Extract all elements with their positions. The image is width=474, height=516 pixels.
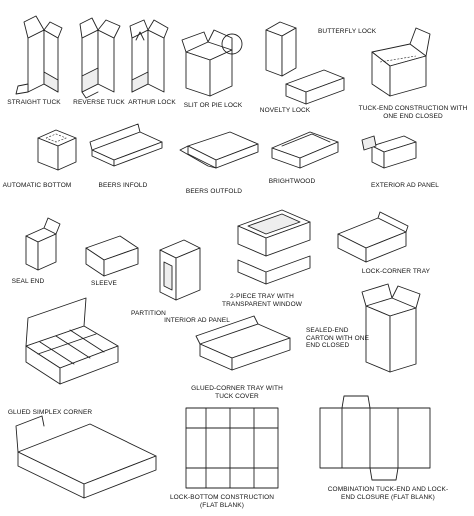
label-tuck-end-line-2: ONE END CLOSED xyxy=(359,113,468,121)
sleeve-box xyxy=(86,236,138,276)
label-glued-corner-tray: GLUED-CORNER TRAY WITH TUCK COVER xyxy=(191,385,283,400)
label-interior-ad-panel: INTERIOR AD PANEL xyxy=(164,317,230,325)
label-two-piece-tray: 2-PIECE TRAY WITH TRANSPARENT WINDOW xyxy=(222,293,302,308)
label-tuck-end-line-1: TUCK-END CONSTRUCTION WITH xyxy=(359,105,468,113)
novelty-lock-tall-box xyxy=(266,22,296,76)
label-combination-closure: COMBINATION TUCK-END AND LOCK- END CLOSU… xyxy=(328,486,449,501)
novelty-lock-flat-box xyxy=(286,70,344,104)
partition-box xyxy=(26,298,118,384)
label-beers-outfold: BEERS OUTFOLD xyxy=(186,188,242,196)
label-sleeve: SLEEVE xyxy=(91,280,117,288)
automatic-bottom-box xyxy=(38,130,76,170)
label-glued-corner-line-1: GLUED-CORNER TRAY WITH xyxy=(191,385,283,393)
arthur-lock-box xyxy=(130,20,168,92)
label-exterior-ad-panel: EXTERIOR AD PANEL xyxy=(371,182,439,190)
interior-ad-panel-box xyxy=(160,240,200,300)
label-tuck-end-construction: TUCK-END CONSTRUCTION WITH ONE END CLOSE… xyxy=(359,105,468,120)
label-novelty-lock: NOVELTY LOCK xyxy=(260,107,310,115)
brightwood-tray xyxy=(272,132,338,168)
label-seal-end: SEAL END xyxy=(12,278,45,286)
two-piece-tray-window-box xyxy=(238,210,310,284)
label-partition: PARTITION xyxy=(131,310,166,318)
label-combination-line-2: END CLOSURE (FLAT BLANK) xyxy=(328,494,449,502)
lock-corner-tray xyxy=(338,212,408,262)
label-automatic-bottom: AUTOMATIC BOTTOM xyxy=(3,182,72,190)
tuck-end-one-end-closed-box xyxy=(372,28,430,96)
beers-infold-tray xyxy=(90,124,162,166)
label-slit-pie-lock: SLIT OR PIE LOCK xyxy=(184,102,243,110)
reverse-tuck-box xyxy=(80,18,120,98)
label-reverse-tuck: REVERSE TUCK xyxy=(73,99,125,107)
label-brightwood: BRIGHTWOOD xyxy=(269,178,316,186)
seal-end-box xyxy=(26,218,60,270)
label-combination-line-1: COMBINATION TUCK-END AND LOCK- xyxy=(328,486,449,494)
label-lock-corner-tray: LOCK-CORNER TRAY xyxy=(362,268,430,276)
label-lock-bottom-construction: LOCK-BOTTOM CONSTRUCTION (FLAT BLANK) xyxy=(170,494,274,509)
label-sealed-end-line-1: SEALED-END xyxy=(306,327,369,335)
label-beers-infold: BEERS INFOLD xyxy=(99,182,148,190)
label-two-piece-line-2: TRANSPARENT WINDOW xyxy=(222,301,302,309)
label-glued-simplex-corner: GLUED SIMPLEX CORNER xyxy=(8,409,92,417)
glued-simplex-corner-tray xyxy=(16,416,156,498)
label-sealed-end-line-3: END CLOSED xyxy=(306,342,369,350)
combination-tuck-lock-flat-blank xyxy=(320,396,430,480)
label-arthur-lock: ARTHUR LOCK xyxy=(128,99,176,107)
label-straight-tuck: STRAIGHT TUCK xyxy=(7,99,60,107)
label-lock-bottom-line-2: (FLAT BLANK) xyxy=(170,502,274,510)
label-glued-corner-line-2: TUCK COVER xyxy=(191,393,283,401)
label-two-piece-line-1: 2-PIECE TRAY WITH xyxy=(222,293,302,301)
lock-bottom-flat-blank xyxy=(186,408,278,488)
label-sealed-end-carton: SEALED-END CARTON WITH ONE END CLOSED xyxy=(306,327,369,350)
sealed-end-carton-box xyxy=(362,284,420,372)
slit-pie-lock-box xyxy=(182,30,242,96)
straight-tuck-box xyxy=(16,16,62,94)
label-butterfly-lock: BUTTERFLY LOCK xyxy=(318,28,376,36)
exterior-ad-panel-box xyxy=(362,136,416,168)
label-sealed-end-line-2: CARTON WITH ONE xyxy=(306,335,369,343)
label-lock-bottom-line-1: LOCK-BOTTOM CONSTRUCTION xyxy=(170,494,274,502)
beers-outfold-tray xyxy=(180,132,258,168)
